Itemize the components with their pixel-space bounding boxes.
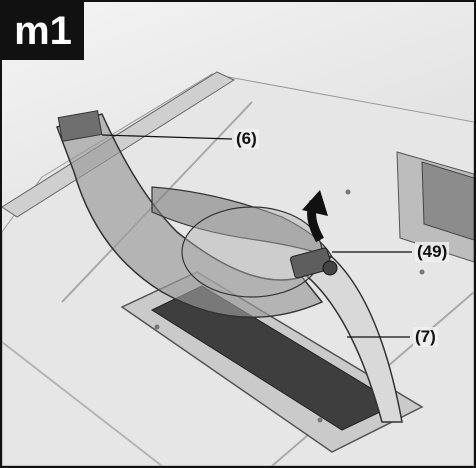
figure-badge: m1 [2, 2, 84, 60]
guard-top-handle [57, 110, 103, 142]
callout-guard: (6) [234, 129, 259, 149]
leader-line-6 [101, 134, 233, 140]
screw [345, 189, 351, 195]
guard-cover [181, 206, 323, 298]
locking-lever [289, 247, 333, 279]
callout-lever: (49) [415, 242, 450, 262]
extension-rail [421, 161, 474, 241]
screw [317, 417, 323, 423]
table-edge-front [2, 341, 163, 466]
lever-pivot [322, 260, 338, 276]
screw [154, 324, 160, 330]
callout-riving-knife: (7) [413, 327, 438, 347]
rotation-arrowhead [302, 190, 328, 216]
fence-rail [2, 71, 236, 218]
guard-side-arm [151, 186, 334, 259]
screw [419, 269, 425, 275]
riving-knife [300, 256, 403, 423]
